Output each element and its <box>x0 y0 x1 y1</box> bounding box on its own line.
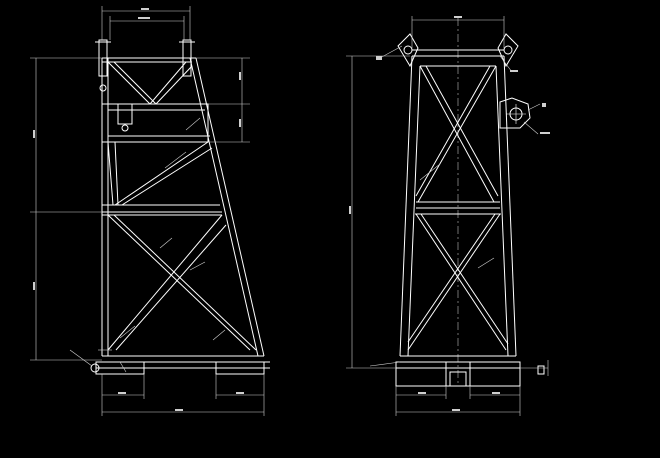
side-dim-labels <box>33 8 244 411</box>
front-frame <box>395 49 521 387</box>
front-lifting-lugs <box>397 33 545 375</box>
front-x-bracing <box>407 65 509 351</box>
side-dimensions <box>30 6 265 416</box>
front-view <box>346 16 550 416</box>
front-dimensions <box>346 16 549 416</box>
side-x-bracing <box>107 61 257 351</box>
side-view <box>30 6 270 416</box>
front-dim-labels <box>349 16 550 411</box>
side-frame <box>95 57 270 375</box>
side-lifting-lugs <box>90 39 195 373</box>
